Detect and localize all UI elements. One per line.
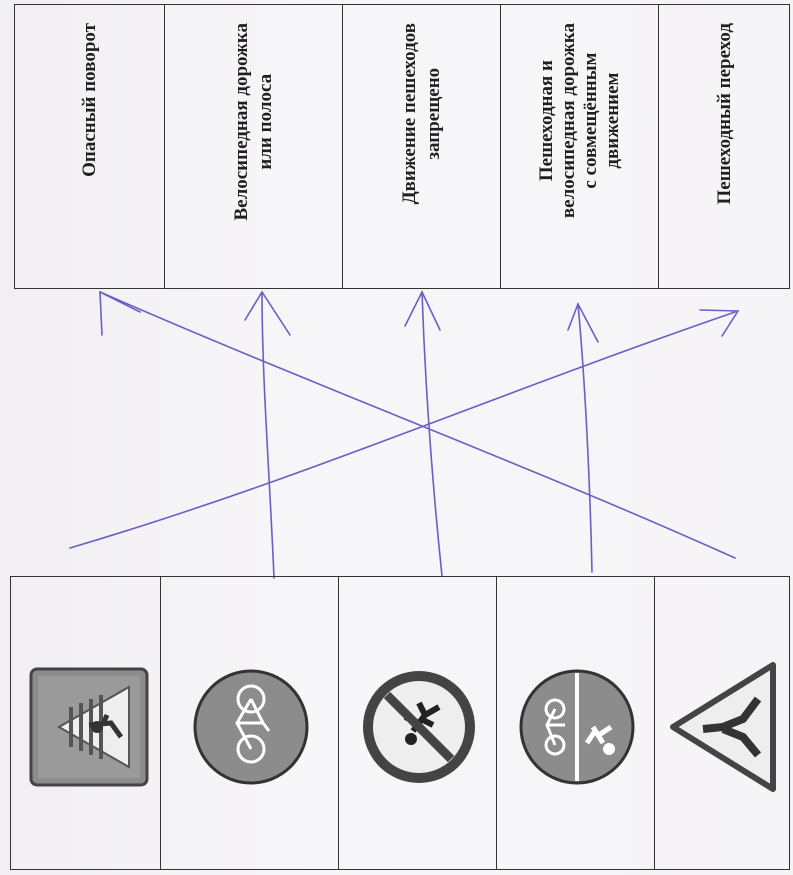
sign-cell-1[interactable] <box>11 577 161 869</box>
sign-cell-4[interactable] <box>497 577 655 869</box>
shared-path-sign-icon <box>519 669 635 785</box>
label-cell-shared-path[interactable]: Пешеходная и велосипедная дорожка с совм… <box>501 5 659 288</box>
arrow-shared <box>577 303 593 573</box>
sign-cell-2[interactable] <box>161 577 339 869</box>
arrow-bicycle <box>261 291 275 579</box>
arrow-no-pedestrians <box>421 291 443 577</box>
bicycle-path-sign-icon <box>193 669 309 785</box>
label-cell-no-pedestrians[interactable]: Движение пешеходов запрещено <box>343 5 501 288</box>
dangerous-turn-sign-icon <box>670 662 776 792</box>
pedestrian-crossing-sign-icon <box>29 667 149 787</box>
sign-cell-3[interactable] <box>339 577 497 869</box>
arrow-crossing-to-pedestrian-crossing <box>69 311 736 549</box>
sign-cell-5[interactable] <box>655 577 789 869</box>
no-pedestrians-sign-icon <box>363 671 475 783</box>
label-cell-dangerous-turn[interactable]: Опасный поворот <box>15 5 165 288</box>
label-cell-bicycle-path[interactable]: Велосипедная дорожка или полоса <box>165 5 343 288</box>
signs-table <box>10 576 790 870</box>
arrow-dangerous-turn <box>99 291 736 559</box>
labels-table: Опасный поворот Велосипедная дорожка или… <box>14 4 790 289</box>
